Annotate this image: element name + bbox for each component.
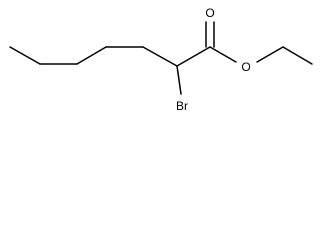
molecule-canvas: O O Br — [0, 0, 319, 117]
bond-chain-5 — [142, 46, 178, 67]
bond-chain-3 — [76, 46, 107, 65]
skeletal-structure: O O Br — [9, 6, 313, 113]
atom-label-carbonyl-oxygen: O — [205, 6, 214, 20]
bond-c-br — [176, 65, 182, 95]
atom-label-bromine: Br — [176, 99, 188, 113]
bond-ch2-ch3 — [282, 46, 313, 65]
atom-label-ester-oxygen: O — [241, 60, 250, 74]
bond-o-ch2 — [256, 46, 284, 63]
bond-c-o-ester — [209, 46, 237, 63]
bond-chain-1 — [9, 46, 41, 65]
bond-c-carbonyl — [176, 46, 211, 67]
